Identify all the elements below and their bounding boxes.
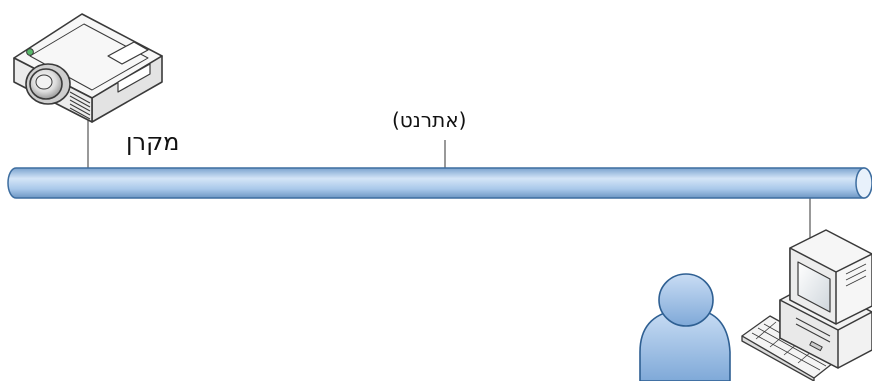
network-label: (אתרנט) [392,108,467,132]
ethernet-cable [7,167,872,199]
user-icon [639,273,731,382]
projector-label: מקרן [126,128,180,156]
desktop-computer-icon [779,229,872,369]
projector-icon [13,13,163,123]
